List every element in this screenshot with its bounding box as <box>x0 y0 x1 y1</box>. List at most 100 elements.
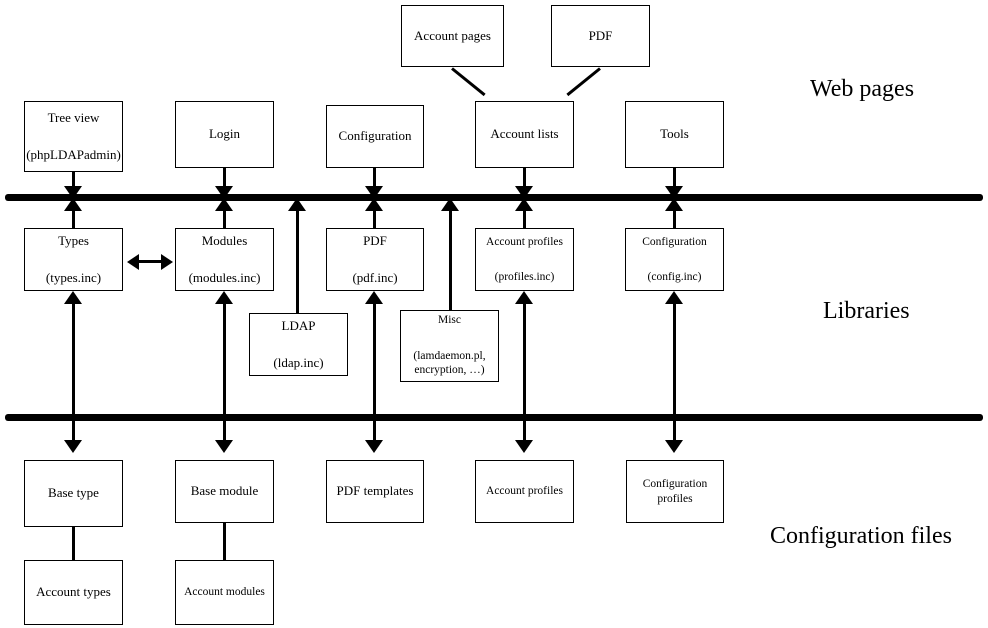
connector-ldap-to-bus <box>296 209 299 314</box>
connector-base-type-to-types <box>72 303 75 415</box>
node-label: Tools <box>660 126 689 142</box>
connector-types-modules <box>134 260 166 263</box>
node-sublabel: (phpLDAPadmin) <box>26 146 121 162</box>
connector-pdf-templates-to-pdf-lib <box>373 303 376 415</box>
node-sublabel: (ldap.inc) <box>273 354 324 370</box>
node-label: Account modules <box>184 586 265 599</box>
arrowhead-down-account-profiles-file <box>515 440 533 453</box>
node-label: PDF <box>363 233 387 249</box>
node-account-pages: Account pages <box>401 5 504 67</box>
node-base-type: Base type <box>24 460 123 527</box>
connector-account-pages-to-account-lists <box>451 67 486 97</box>
arrowhead-up-modules-from-files <box>215 291 233 304</box>
section-label-web-pages: Web pages <box>810 76 915 102</box>
arrowhead-down-account-lists <box>515 186 533 199</box>
arrowhead-up-ldap <box>288 198 306 211</box>
connector-bus-to-account-profiles-file <box>523 418 526 442</box>
connector-tree-view-down <box>72 172 75 192</box>
node-label: Base module <box>190 483 259 499</box>
node-label: Account profiles <box>486 485 563 498</box>
arrowhead-up-types-from-files <box>64 291 82 304</box>
node-modules: Modules (modules.inc) <box>175 228 274 291</box>
node-login: Login <box>175 101 274 168</box>
node-label: PDF <box>588 27 613 43</box>
node-sublabel: (types.inc) <box>45 269 102 285</box>
connector-bus-to-base-module <box>223 418 226 442</box>
node-label: Account profiles <box>486 235 563 248</box>
node-label: Account types <box>36 584 111 600</box>
arrowhead-up-account-profiles-from-files <box>515 291 533 304</box>
connector-account-profiles-lib-up <box>523 209 526 228</box>
arrowhead-down-base-type <box>64 440 82 453</box>
arrowhead-up-pdf-lib <box>365 198 383 211</box>
connector-misc-to-bus <box>449 209 452 311</box>
node-pdf-templates: PDF templates <box>326 460 424 523</box>
node-sublabel: (lamdaemon.pl, encryption, …) <box>413 349 486 377</box>
arrowhead-up-configuration-lib <box>665 198 683 211</box>
node-label: Types <box>58 233 89 249</box>
node-label: Modules <box>201 233 248 249</box>
connector-config-profiles-to-config-lib <box>673 303 676 415</box>
node-label: Tree view <box>47 110 100 126</box>
node-sublabel: (modules.inc) <box>188 269 261 285</box>
node-configuration-profiles-file: Configuration profiles <box>626 460 724 523</box>
arrowhead-up-configuration-from-files <box>665 291 683 304</box>
connector-pdf-lib-up <box>373 209 376 228</box>
connector-pdf-page-to-account-lists <box>566 67 601 97</box>
connector-configuration-lib-up <box>673 209 676 228</box>
arrowhead-down-base-module <box>215 440 233 453</box>
connector-base-module-to-modules <box>223 303 226 415</box>
section-label-configuration-files: Configuration files <box>770 523 952 549</box>
node-types: Types (types.inc) <box>24 228 123 291</box>
node-label: Configuration <box>338 128 412 144</box>
connector-base-type-to-account-types <box>72 527 75 560</box>
section-label-libraries: Libraries <box>823 298 910 324</box>
arrowhead-down-tree-view <box>64 186 82 199</box>
node-ldap: LDAP (ldap.inc) <box>249 313 348 376</box>
node-misc: Misc (lamdaemon.pl, encryption, …) <box>400 310 499 382</box>
bus-bar-web-libraries <box>5 194 983 201</box>
node-account-lists: Account lists <box>475 101 574 168</box>
node-account-modules: Account modules <box>175 560 274 625</box>
arrowhead-down-tools <box>665 186 683 199</box>
arrowhead-up-modules <box>215 198 233 211</box>
arrowhead-down-pdf-templates <box>365 440 383 453</box>
node-pdf-lib: PDF (pdf.inc) <box>326 228 424 291</box>
connector-account-lists-down <box>523 168 526 192</box>
node-label: Account lists <box>490 126 559 142</box>
connector-modules-up <box>223 209 226 228</box>
node-sublabel: (config.inc) <box>647 270 702 283</box>
node-label: LDAP <box>281 318 316 334</box>
node-label: PDF templates <box>336 483 414 499</box>
node-pdf-page: PDF <box>551 5 650 67</box>
arrowhead-up-types <box>64 198 82 211</box>
arrowhead-down-configuration-profiles-file <box>665 440 683 453</box>
node-account-profiles-file: Account profiles <box>475 460 574 523</box>
connector-types-up <box>72 209 75 228</box>
node-configuration-page: Configuration <box>326 105 424 168</box>
arrowhead-down-login <box>215 186 233 199</box>
node-tools: Tools <box>625 101 724 168</box>
connector-bus-to-pdf-templates <box>373 418 376 442</box>
arrowhead-up-misc <box>441 198 459 211</box>
arrowhead-left-types-modules <box>127 254 139 270</box>
node-sublabel: (pdf.inc) <box>352 269 398 285</box>
arrowhead-down-configuration-page <box>365 186 383 199</box>
connector-profiles-file-to-profiles-lib <box>523 303 526 415</box>
node-account-profiles-lib: Account profiles (profiles.inc) <box>475 228 574 291</box>
connector-tools-down <box>673 168 676 192</box>
connector-configuration-page-down <box>373 168 376 192</box>
connector-bus-to-base-type <box>72 418 75 442</box>
connector-login-down <box>223 168 226 192</box>
arrowhead-right-types-modules <box>161 254 173 270</box>
node-label: Account pages <box>414 27 491 43</box>
bus-bar-libraries-files <box>5 414 983 421</box>
node-account-types: Account types <box>24 560 123 625</box>
node-configuration-lib: Configuration (config.inc) <box>625 228 724 291</box>
arrowhead-up-pdf-lib-from-files <box>365 291 383 304</box>
connector-bus-to-configuration-profiles-file <box>673 418 676 442</box>
node-sublabel: (profiles.inc) <box>494 270 555 283</box>
node-label: Configuration <box>642 235 707 248</box>
node-label: Login <box>208 126 241 142</box>
